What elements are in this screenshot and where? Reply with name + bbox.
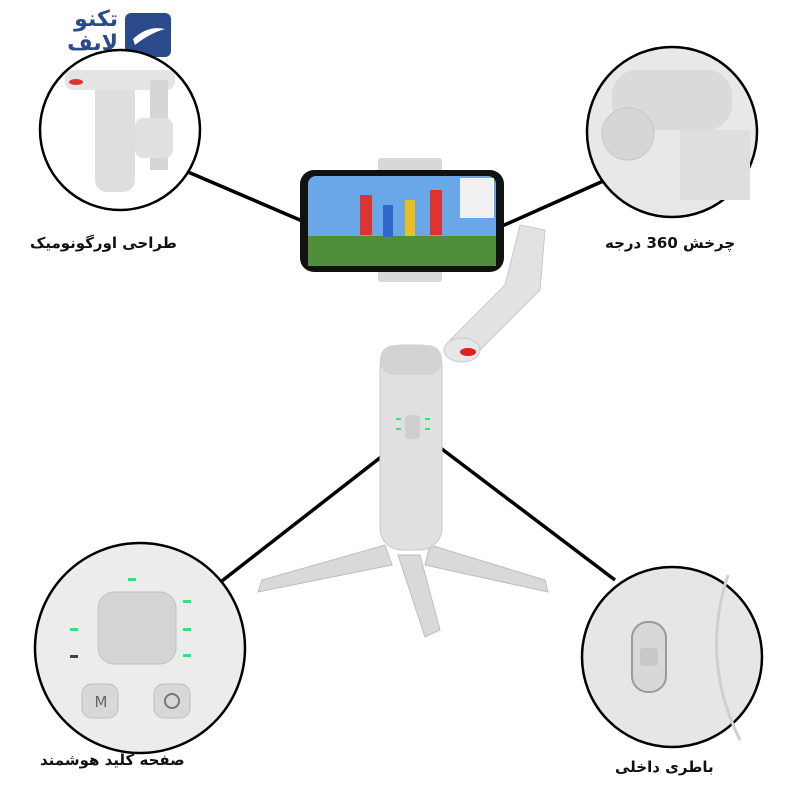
logo-text: تکنو لایف [67, 7, 118, 56]
status-leds [396, 418, 430, 430]
line-battery [428, 438, 617, 582]
ergonomic-gimbal-icon [65, 70, 175, 192]
power-button [153, 683, 191, 719]
gimbal-handle [379, 344, 443, 551]
feature-label-battery: باطری داخلی [615, 758, 714, 776]
power-icon [164, 693, 180, 709]
feature-label-ergonomic: طراحی اورگونومیک [30, 234, 177, 252]
feature-label-rotation: چرخش 360 درجه [605, 234, 736, 252]
line-keypad [198, 448, 392, 600]
tripod [257, 544, 549, 638]
mode-button-label: M [94, 693, 108, 711]
battery-switch-icon [631, 574, 742, 741]
logo-mark-icon [125, 13, 171, 57]
joystick [405, 415, 420, 439]
closeup-battery [580, 565, 764, 749]
feature-label-keypad: صفحه کلید هوشمند [40, 751, 185, 769]
rotation-motor-icon [601, 70, 750, 200]
phone-clamp-top [378, 158, 442, 172]
mode-button [81, 683, 119, 719]
people [360, 190, 442, 237]
keypad-icon [70, 578, 191, 719]
